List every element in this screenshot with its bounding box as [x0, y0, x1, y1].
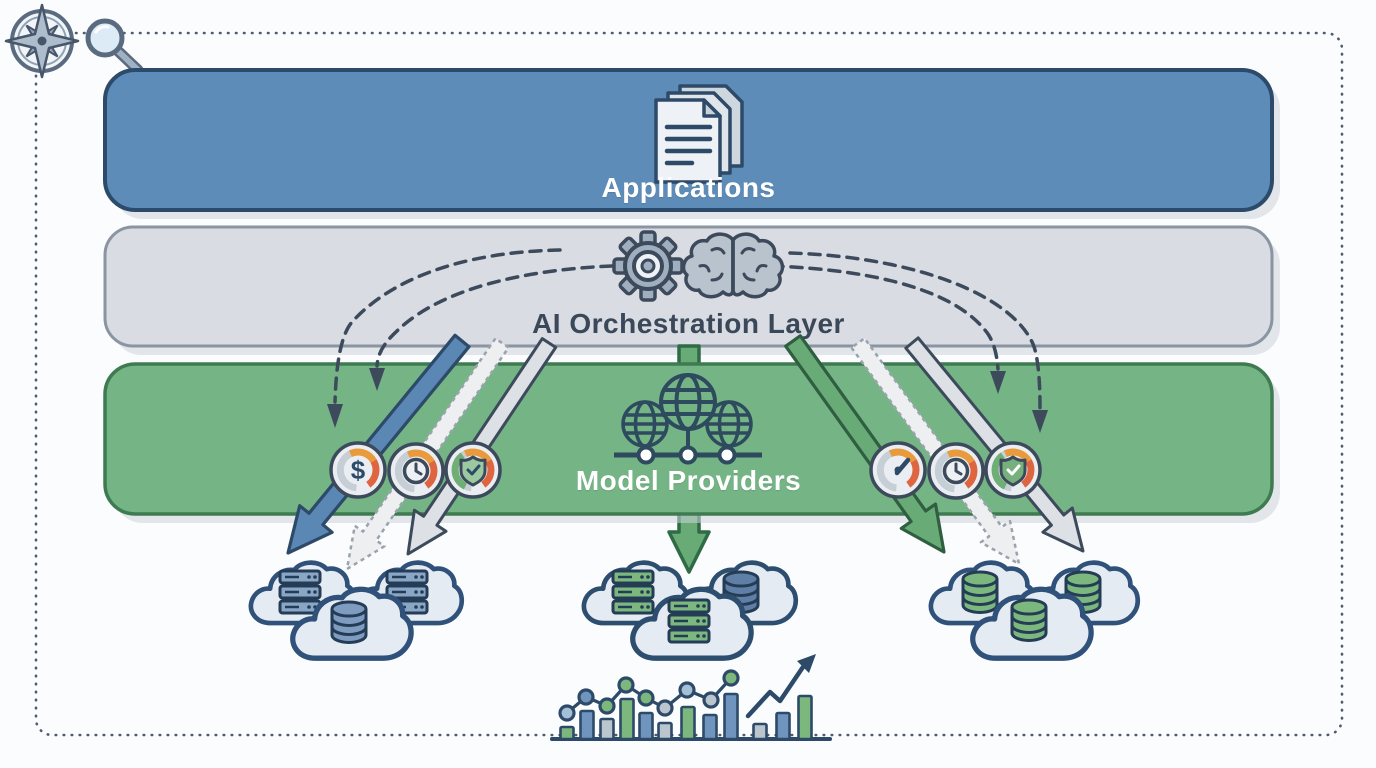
cluster-right	[931, 563, 1138, 659]
chart-bar	[619, 697, 635, 741]
gear-icon	[612, 230, 684, 302]
chart-point	[617, 676, 635, 694]
chart-bar	[723, 692, 739, 741]
layer-label-providers: Model Providers	[575, 465, 802, 496]
chart-bar	[775, 711, 791, 741]
layer-label-orchestration: AI Orchestration Layer	[532, 308, 845, 339]
layer-label-applications: Applications	[601, 172, 776, 203]
right-gray-arrow	[904, 336, 1085, 553]
metric-badges: $	[329, 441, 1042, 500]
server-rack-icon	[611, 569, 655, 615]
database-icon	[330, 600, 368, 644]
chart-bar	[797, 694, 813, 741]
trend-arrow	[745, 654, 816, 719]
chart-bar	[638, 711, 654, 741]
database-icon	[961, 570, 999, 614]
dollar-gauge-icon: $	[329, 441, 387, 499]
chart-point	[678, 681, 696, 699]
server-rack-icon	[667, 598, 711, 644]
chart-bar	[752, 722, 768, 741]
documents-stack-icon	[654, 84, 744, 184]
chart-point	[637, 689, 655, 707]
cluster-center	[584, 563, 796, 659]
chart-bar	[680, 705, 696, 741]
chart-bar	[702, 713, 718, 741]
chart-point	[558, 704, 576, 722]
clock-gauge-icon	[387, 442, 445, 500]
database-icon	[1010, 598, 1048, 642]
provider-cloud-clusters	[251, 563, 1138, 659]
chart-point	[656, 699, 674, 717]
speedometer-gauge-icon	[869, 441, 927, 499]
globe-network-icon	[614, 373, 762, 465]
analytics-chart	[550, 669, 832, 741]
brain-icon	[681, 232, 785, 299]
chart-point	[577, 688, 595, 706]
chart-point	[598, 697, 616, 715]
cluster-left	[251, 563, 462, 659]
server-rack-icon	[278, 569, 322, 615]
shield-check-gauge-icon	[444, 441, 502, 499]
compass-rose-icon	[4, 3, 80, 79]
chart-bar	[559, 725, 575, 741]
chart-bar	[599, 717, 615, 741]
chart-bar	[657, 721, 673, 741]
dollar-glyph: $	[351, 455, 366, 485]
shield-check-gauge-icon	[984, 441, 1042, 499]
chart-point	[702, 691, 720, 709]
chart-point	[722, 669, 740, 687]
left-blue-arrow	[286, 333, 471, 555]
dashed-routing-arrows	[327, 248, 1048, 433]
clock-gauge-icon	[927, 442, 985, 500]
magnifier-icon	[85, 18, 144, 76]
chart-bar	[579, 709, 595, 741]
